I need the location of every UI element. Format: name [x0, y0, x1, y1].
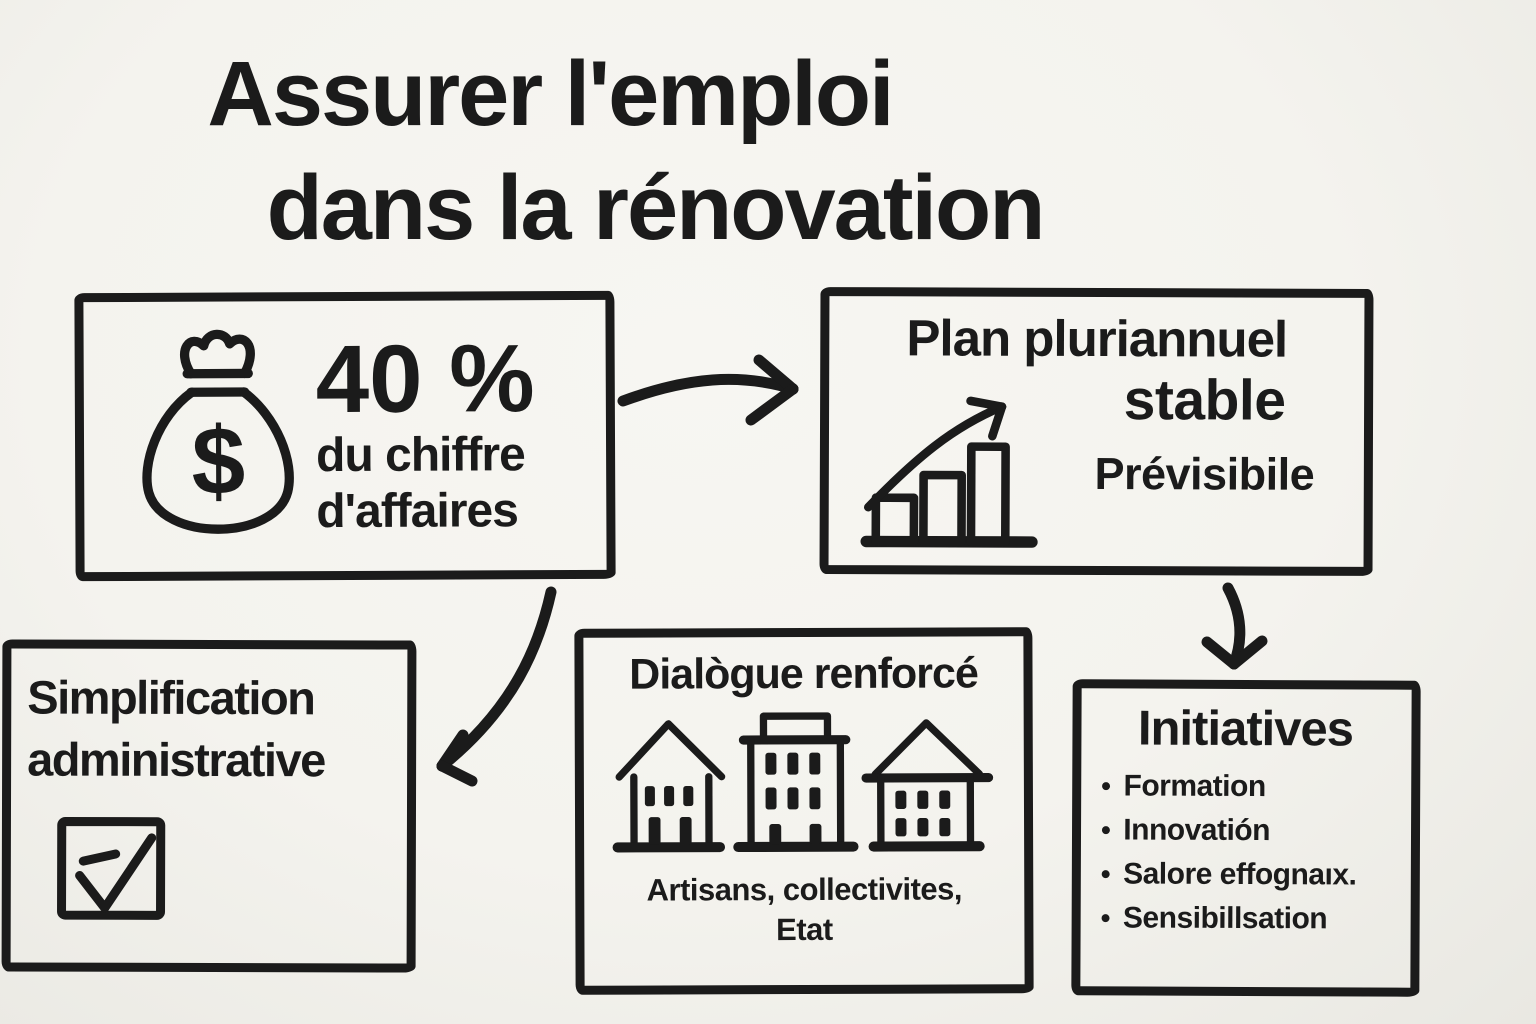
growth-bar-chart-icon — [860, 396, 1038, 548]
initiatives-title: Initiatives — [1137, 701, 1354, 757]
page-title-line1: Assurer l'emploi — [207, 43, 894, 145]
initiative-label: Salore effognaıx. — [1123, 857, 1357, 892]
bullet-dot: • — [1100, 858, 1111, 890]
revenue-stat: 40 % — [315, 325, 535, 434]
box-plan-pluriannuel: Plan pluriannuel stable Prévisibile — [819, 287, 1374, 576]
box-simplification: Simplification administrative — [1, 639, 417, 973]
money-bag-icon: $ — [142, 329, 294, 534]
list-item: • Sensibillsation — [1101, 901, 1403, 935]
bullet-dot: • — [1100, 814, 1111, 846]
bullet-dot: • — [1101, 770, 1111, 802]
list-item: • Salore effognaıx. — [1101, 857, 1403, 891]
revenue-caption-line1: du chiffre — [315, 428, 525, 483]
buildings-icon — [612, 712, 994, 853]
simplification-line2: administrative — [27, 732, 325, 787]
plan-previsible-label: Prévisibile — [1094, 447, 1315, 500]
dialogue-caption-line1: Artisans, collectivites, — [646, 871, 963, 908]
box-initiatives: Initiatives • Formation • Innovatión • S… — [1071, 679, 1421, 997]
bullet-dot: • — [1100, 902, 1111, 934]
dialogue-title: Dialògue renforcé — [629, 649, 978, 699]
initiative-label: Innovatión — [1123, 813, 1271, 848]
page-title-line2: dans la rénovation — [266, 157, 1046, 259]
list-item: • Innovatión — [1101, 813, 1403, 847]
arrow-revenue-to-plan-icon — [617, 354, 799, 426]
box-dialogue: Dialògue renforcé — [574, 627, 1034, 995]
initiative-label: Sensibillsation — [1122, 901, 1328, 936]
arrow-revenue-to-simplification-icon — [436, 586, 557, 787]
initiative-label: Formation — [1123, 769, 1266, 804]
revenue-caption-line2: d'affaires — [316, 484, 518, 539]
plan-stable-label: stable — [1123, 368, 1286, 433]
dialogue-caption-line2: Etat — [776, 912, 833, 948]
arrow-plan-to-initiatives-icon — [1201, 582, 1268, 670]
checked-checkbox-icon — [57, 817, 166, 920]
list-item: • Formation — [1101, 769, 1403, 803]
plan-title: Plan pluriannuel — [906, 309, 1288, 368]
initiatives-list: • Formation • Innovatión • Salore effogn… — [1101, 769, 1404, 935]
simplification-line1: Simplification — [27, 670, 315, 725]
box-revenue-share: $ 40 % du chiffre d'affaires — [74, 290, 616, 582]
dollar-sign-glyph: $ — [191, 408, 245, 515]
